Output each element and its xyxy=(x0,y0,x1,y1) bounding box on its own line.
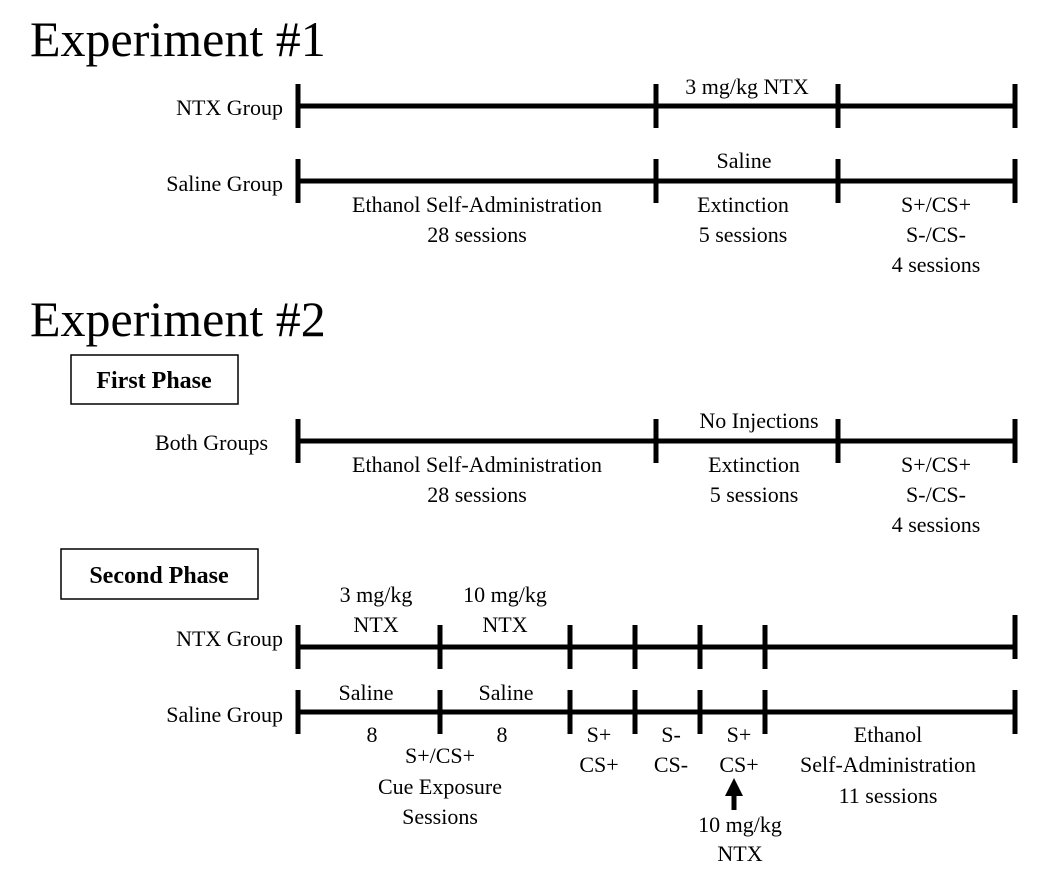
cue-exposure-line-1: S+/CS+ xyxy=(405,743,475,768)
ntx-dose-1-line-1: 3 mg/kg xyxy=(340,582,413,607)
final-phase-line-2: Self-Administration xyxy=(800,752,976,777)
exp2-phase-1-line-1: Ethanol Self-Administration xyxy=(352,452,602,477)
exp2-phase-1-line-2: 28 sessions xyxy=(427,482,527,507)
saline-label-1: Saline xyxy=(339,680,394,705)
test-segment-1-line-1: S+ xyxy=(587,722,612,747)
both-groups-label: Both Groups xyxy=(155,430,268,455)
ntx-dose-1-line-2: NTX xyxy=(353,612,398,637)
test-segment-2-line-1: S- xyxy=(661,722,681,747)
session-count-2: 8 xyxy=(497,722,508,747)
exp1-phase-1-line-1: Ethanol Self-Administration xyxy=(352,192,602,217)
exp2-phase-3-line-1: S+/CS+ xyxy=(901,452,971,477)
exp2-phase-2-line-1: Extinction xyxy=(708,452,800,477)
exp2-ntx-group-label: NTX Group xyxy=(176,626,283,651)
ntx-dose-2-line-1: 10 mg/kg xyxy=(463,582,547,607)
no-injections-label: No Injections xyxy=(699,408,818,433)
test-segment-3-line-1: S+ xyxy=(727,722,752,747)
up-arrow-icon xyxy=(725,778,743,810)
experiment-2-title: Experiment #2 xyxy=(30,291,326,347)
first-phase-box xyxy=(70,354,239,405)
exp1-phase-3-line-3: 4 sessions xyxy=(892,252,981,277)
exp1-phase-3-line-2: S-/CS- xyxy=(906,222,966,247)
saline-label-2: Saline xyxy=(479,680,534,705)
test-segment-2-line-2: CS- xyxy=(654,752,688,777)
exp1-ntx-dose-label: 3 mg/kg NTX xyxy=(685,74,809,99)
exp1-phase-2-line-2: 5 sessions xyxy=(699,222,788,247)
exp2-phase-3-line-2: S-/CS- xyxy=(906,482,966,507)
experiment-1-title: Experiment #1 xyxy=(30,11,326,67)
exp1-phase-2-line-1: Extinction xyxy=(697,192,789,217)
arrow-dose-line-2: NTX xyxy=(717,841,762,866)
exp1-saline-label: Saline xyxy=(717,148,772,173)
arrow-dose-line-1: 10 mg/kg xyxy=(698,812,782,837)
exp2-phase-3-line-3: 4 sessions xyxy=(892,512,981,537)
test-segment-3-line-2: CS+ xyxy=(719,752,758,777)
final-phase-line-3: 11 sessions xyxy=(839,783,938,808)
second-phase-box xyxy=(60,548,259,600)
cue-exposure-line-2: Cue Exposure xyxy=(378,774,502,799)
first-phase-label: First Phase xyxy=(96,368,212,394)
exp2-phase-2-line-2: 5 sessions xyxy=(710,482,799,507)
exp1-saline-group-label: Saline Group xyxy=(166,171,283,196)
second-phase-label: Second Phase xyxy=(89,563,229,589)
session-count-1: 8 xyxy=(367,722,378,747)
cue-exposure-line-3: Sessions xyxy=(402,804,478,829)
exp1-phase-1-line-2: 28 sessions xyxy=(427,222,527,247)
final-phase-line-1: Ethanol xyxy=(854,722,922,747)
test-segment-1-line-2: CS+ xyxy=(579,752,618,777)
exp1-ntx-group-label: NTX Group xyxy=(176,95,283,120)
exp1-phase-3-line-1: S+/CS+ xyxy=(901,192,971,217)
exp2-saline-group-label: Saline Group xyxy=(166,702,283,727)
ntx-dose-2-line-2: NTX xyxy=(482,612,527,637)
